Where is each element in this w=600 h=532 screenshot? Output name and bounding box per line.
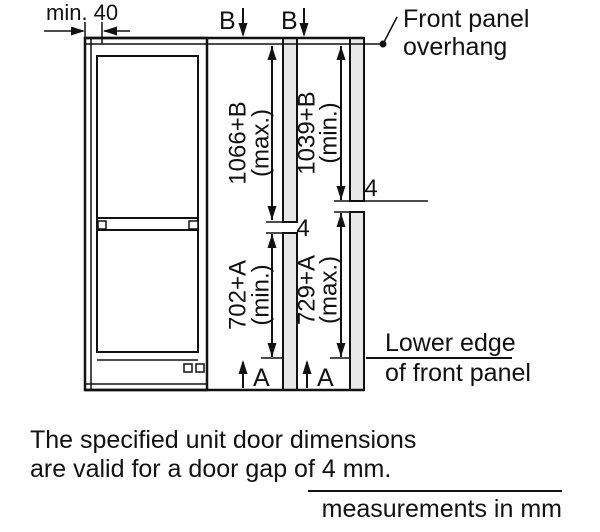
dim-arrowhead-upper-right-top: [336, 46, 346, 60]
footer-note-line1: The specified unit door dimensions: [30, 426, 416, 454]
gap-label-right: 4: [364, 175, 377, 202]
units-label: measurements in mm: [322, 495, 562, 523]
vent-square-right: [195, 363, 205, 373]
dim-label-lower-right-qualifier: (max.): [316, 256, 343, 324]
gap-label-left: 4: [296, 215, 309, 242]
dim-arrowhead-upper-left-top: [267, 46, 277, 60]
b-arrowhead-right: [299, 23, 309, 37]
dim-label-lower-left-value: 702+A: [225, 260, 252, 330]
a-label-right: A: [317, 364, 334, 392]
footer-note-line2: are valid for a door gap of 4 mm.: [30, 455, 391, 483]
b-label-right: B: [281, 7, 298, 35]
a-arrowhead-left: [238, 360, 248, 374]
overhang-label-line2: overhang: [403, 33, 507, 61]
min-gap-arrowhead-left: [71, 26, 85, 36]
divider-left-block: [97, 220, 107, 230]
dim-label-lower-right-value: 729+A: [294, 255, 321, 325]
dim-label-upper-right-value: 1039+B: [294, 91, 321, 174]
overhang-label-line1: Front panel: [403, 5, 529, 33]
dim-label-upper-right-qualifier: (min.): [316, 102, 343, 163]
dim-arrowhead-upper-left-bottom: [267, 206, 277, 220]
b-arrowhead-left: [238, 23, 248, 37]
min-gap-arrowhead-right: [103, 26, 117, 36]
dim-arrowhead-lower-left-top: [267, 234, 277, 248]
divider-right-block: [188, 220, 199, 230]
dim-label-upper-left-qualifier: (max.): [248, 109, 275, 177]
dim-arrowhead-lower-right-bottom: [336, 343, 346, 357]
front-panel-upper-min-rect: [349, 37, 365, 202]
b-label-left: B: [219, 7, 236, 35]
dim-arrowhead-upper-right-bottom: [336, 186, 346, 200]
overhang-leader-line: [382, 16, 398, 45]
a-label-left: A: [253, 364, 270, 392]
lower-edge-label-line1: Lower edge: [385, 329, 516, 357]
lower-edge-label-line2: of front panel: [385, 359, 531, 387]
front-panel-lower-max-rect: [349, 211, 365, 391]
dim-arrowhead-lower-right-top: [336, 213, 346, 227]
dim-label-upper-left-value: 1066+B: [225, 101, 252, 184]
dim-label-lower-left-qualifier: (min.): [248, 264, 275, 325]
vent-square-left: [183, 363, 193, 373]
a-arrowhead-right: [302, 360, 312, 374]
min-gap-label: min. 40: [46, 0, 118, 25]
door-rect: [96, 55, 199, 353]
dim-arrowhead-lower-left-bottom: [267, 343, 277, 357]
